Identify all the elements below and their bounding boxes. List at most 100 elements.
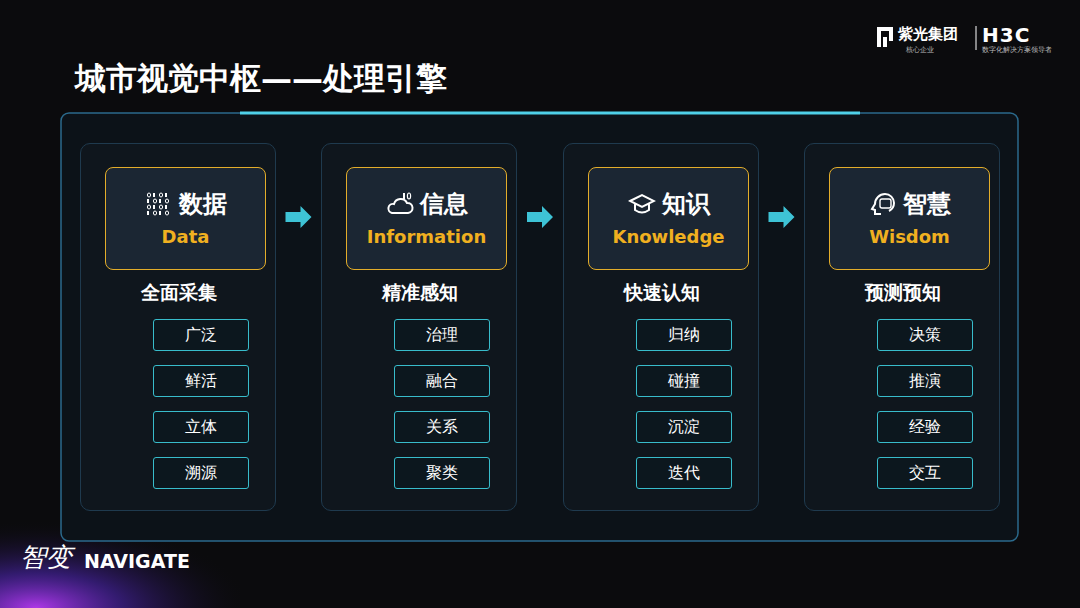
flow-arrow [276,206,321,228]
item-box: 推演 [877,365,973,397]
header-row: 数据 [106,188,265,220]
arrow-tip [312,217,322,218]
stage-name-en: Knowledge [589,226,748,247]
stage-name-en: Data [106,226,265,247]
item-text: 沉淀 [668,417,700,438]
bit-zero [165,199,168,203]
stage-header-box: 知识 Knowledge [588,167,749,270]
item-text: 经验 [909,417,941,438]
header-row: 知识 [589,188,748,220]
item-text: 交互 [909,463,941,484]
flow-arrow [759,206,804,228]
label-text: 核心企业 [906,45,934,55]
column-panel: 预测预知 智慧 Wisdom 决策推演经验交互 [804,143,1000,511]
cloud-outline [388,199,412,213]
arrow-shape [769,206,795,228]
item-text: 碰撞 [668,371,700,392]
label-text: NAVIGATE [84,550,190,572]
item-text: 聚类 [426,463,458,484]
item-box: 立体 [153,411,249,443]
stage-icon [869,191,897,217]
arrow-tail [276,217,286,218]
stage-name-en: Information [347,226,506,247]
stage-header-box: 智慧 Wisdom [829,167,990,270]
bit-one [153,205,155,209]
item-text: 融合 [426,371,458,392]
bit-one [153,193,155,197]
item-text: 溯源 [185,463,217,484]
item-box: 经验 [877,411,973,443]
stage-name: 智慧 [903,188,951,220]
bit-one [159,199,161,203]
ai-chip [880,199,891,208]
arrow-tail [759,217,769,218]
column-panel: 全面采集 数据 Data 广泛鲜活立体溯源 [80,143,276,511]
item-text: 迭代 [668,463,700,484]
bit-zero [153,211,156,215]
bit-zero [159,205,162,209]
item-box: 沉淀 [636,411,732,443]
item-text: 广泛 [185,325,217,346]
item-box: 迭代 [636,457,732,489]
item-text: 决策 [909,325,941,346]
column-panel: 精准感知 信息 Information 治理融合关系聚类 [321,143,517,511]
stage-icon [386,191,414,217]
item-box: 碰撞 [636,365,732,397]
column-panel: 快速认知 知识 Knowledge 归纳碰撞沉淀迭代 [563,143,759,511]
stage-name: 知识 [662,188,710,220]
arrow-tip [795,217,805,218]
item-box: 融合 [394,365,490,397]
column-subtitle: 全面采集 [81,280,277,306]
stage-header-box: 数据 Data [105,167,266,270]
header-row: 信息 [347,188,506,220]
item-box: 聚类 [394,457,490,489]
stage-icon [628,191,656,217]
label-text: 紫光集团 [898,25,958,44]
label-text: H3C [982,23,1030,47]
outer-panel [61,113,1018,541]
bit-one [159,211,161,215]
arrow-shape [527,206,553,228]
bit-one [147,211,149,215]
panel-highlight [240,112,860,115]
item-box: 决策 [877,319,973,351]
item-text: 鲜活 [185,371,217,392]
label-text: 智变 [20,540,72,575]
item-text: 关系 [426,417,458,438]
header-row: 智慧 [830,188,989,220]
bit-one [147,199,149,203]
bit-one [403,193,405,199]
item-text: 推演 [909,371,941,392]
bit-zero [159,193,162,197]
bit-zero [147,193,150,197]
bit-zero [407,193,410,199]
item-box: 广泛 [153,319,249,351]
stage-name: 数据 [179,188,227,220]
item-box: 交互 [877,457,973,489]
arrow-tip [553,217,563,218]
bit-zero [153,199,156,203]
slide-title: 城市视觉中枢——处理引擎 [75,58,447,100]
flow-arrow [517,206,563,228]
item-box: 归纳 [636,319,732,351]
stage-name: 信息 [420,188,468,220]
bit-one [165,205,167,209]
stage-header-box: 信息 Information [346,167,507,270]
item-text: 治理 [426,325,458,346]
bit-one [165,193,167,197]
item-box: 治理 [394,319,490,351]
column-subtitle: 预测预知 [805,280,1001,306]
bit-zero [147,205,150,209]
cap-outline [630,195,654,213]
column-subtitle: 快速认知 [564,280,760,306]
arrow-shape [286,206,312,228]
bit-zero [165,211,168,215]
item-text: 归纳 [668,325,700,346]
stage-icon [145,191,173,217]
head-outline [872,194,894,214]
stage-name-en: Wisdom [830,226,989,247]
item-box: 关系 [394,411,490,443]
item-box: 鲜活 [153,365,249,397]
column-subtitle: 精准感知 [322,280,518,306]
label-text: 数字化解决方案领导者 [982,45,1052,55]
